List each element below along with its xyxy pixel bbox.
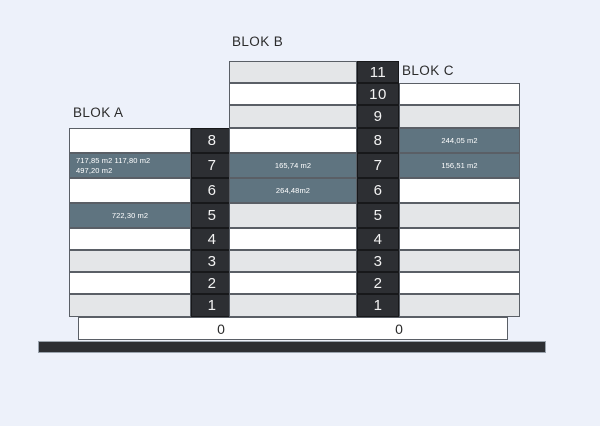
block-a-panel-4[interactable] (69, 228, 191, 250)
block-c-panel-4[interactable] (399, 228, 520, 250)
block-b-panel-10[interactable] (229, 83, 357, 105)
block-a-panel-6[interactable] (69, 178, 191, 203)
block-a-panel-7[interactable]: 717,85 m2 117,80 m2 497,20 m2 (69, 153, 191, 178)
block-b-panel-9[interactable] (229, 105, 357, 128)
block-b-floor-number-9[interactable]: 9 (357, 105, 399, 128)
block-b-floor-number-11[interactable]: 11 (357, 61, 399, 83)
block-a-panel-3[interactable] (69, 250, 191, 272)
block-b-panel-11[interactable] (229, 61, 357, 83)
ground-floor-label-b: 0 (395, 320, 403, 337)
block-a-area-7-line1: 717,85 m2 117,80 m2 (76, 155, 151, 165)
block-b-title: BLOK B (232, 34, 284, 49)
block-c-area-8: 244,05 m2 (441, 135, 478, 145)
block-b-floor-number-3[interactable]: 3 (357, 250, 399, 272)
block-c-panel-6[interactable] (399, 178, 520, 203)
block-b-panel-2[interactable] (229, 272, 357, 294)
block-a-floor-number-2[interactable]: 2 (191, 272, 233, 294)
block-b-panel-6[interactable]: 264,48m2 (229, 178, 357, 203)
block-a-floor-number-6[interactable]: 6 (191, 178, 233, 203)
block-b-panel-7[interactable]: 165,74 m2 (229, 153, 357, 178)
block-c-panel-9[interactable] (399, 105, 520, 128)
block-a-area-5: 722,30 m2 (111, 210, 149, 220)
block-a-panel-8[interactable] (69, 128, 191, 153)
block-b-floor-number-5[interactable]: 5 (357, 203, 399, 228)
block-a-area-7: 717,85 m2 117,80 m2 497,20 m2 (70, 156, 190, 176)
block-c-panel-7[interactable]: 156,51 m2 (399, 153, 520, 178)
block-b-area-6: 264,48m2 (275, 185, 311, 195)
block-c-panel-5[interactable] (399, 203, 520, 228)
block-c-panel-10[interactable] (399, 83, 520, 105)
block-b-area-7: 165,74 m2 (274, 160, 312, 170)
block-c-panel-3[interactable] (399, 250, 520, 272)
block-a-area-7-line2: 497,20 m2 (76, 165, 113, 175)
block-b-floor-number-6[interactable]: 6 (357, 178, 399, 203)
block-a-floor-number-7[interactable]: 7 (191, 153, 233, 178)
ground-floor-band[interactable]: 0 0 (78, 317, 508, 340)
block-c-area-7: 156,51 m2 (441, 160, 478, 170)
block-a-floor-number-8[interactable]: 8 (191, 128, 233, 153)
block-b-floor-number-10[interactable]: 10 (357, 83, 399, 105)
block-b-panel-1[interactable] (229, 294, 357, 317)
block-c-panel-8[interactable]: 244,05 m2 (399, 128, 520, 153)
block-a-panel-5[interactable]: 722,30 m2 (69, 203, 191, 228)
block-c-title: BLOK C (402, 63, 454, 78)
block-b-panel-4[interactable] (229, 228, 357, 250)
block-a-title: BLOK A (73, 105, 124, 120)
block-b-panel-8[interactable] (229, 128, 357, 153)
block-c-panel-1[interactable] (399, 294, 520, 317)
block-c-panel-2[interactable] (399, 272, 520, 294)
block-b-panel-5[interactable] (229, 203, 357, 228)
block-a-floor-number-5[interactable]: 5 (191, 203, 233, 228)
ground-floor-label-a: 0 (217, 320, 225, 337)
block-a-panel-1[interactable] (69, 294, 191, 317)
block-b-floor-number-7[interactable]: 7 (357, 153, 399, 178)
building-base-strip (38, 341, 546, 353)
block-b-panel-3[interactable] (229, 250, 357, 272)
block-b-floor-number-2[interactable]: 2 (357, 272, 399, 294)
block-b-floor-number-8[interactable]: 8 (357, 128, 399, 153)
block-b-floor-number-1[interactable]: 1 (357, 294, 399, 317)
block-a-floor-number-4[interactable]: 4 (191, 228, 233, 250)
block-a-floor-number-1[interactable]: 1 (191, 294, 233, 317)
block-a-floor-number-3[interactable]: 3 (191, 250, 233, 272)
block-b-floor-number-4[interactable]: 4 (357, 228, 399, 250)
block-a-panel-2[interactable] (69, 272, 191, 294)
